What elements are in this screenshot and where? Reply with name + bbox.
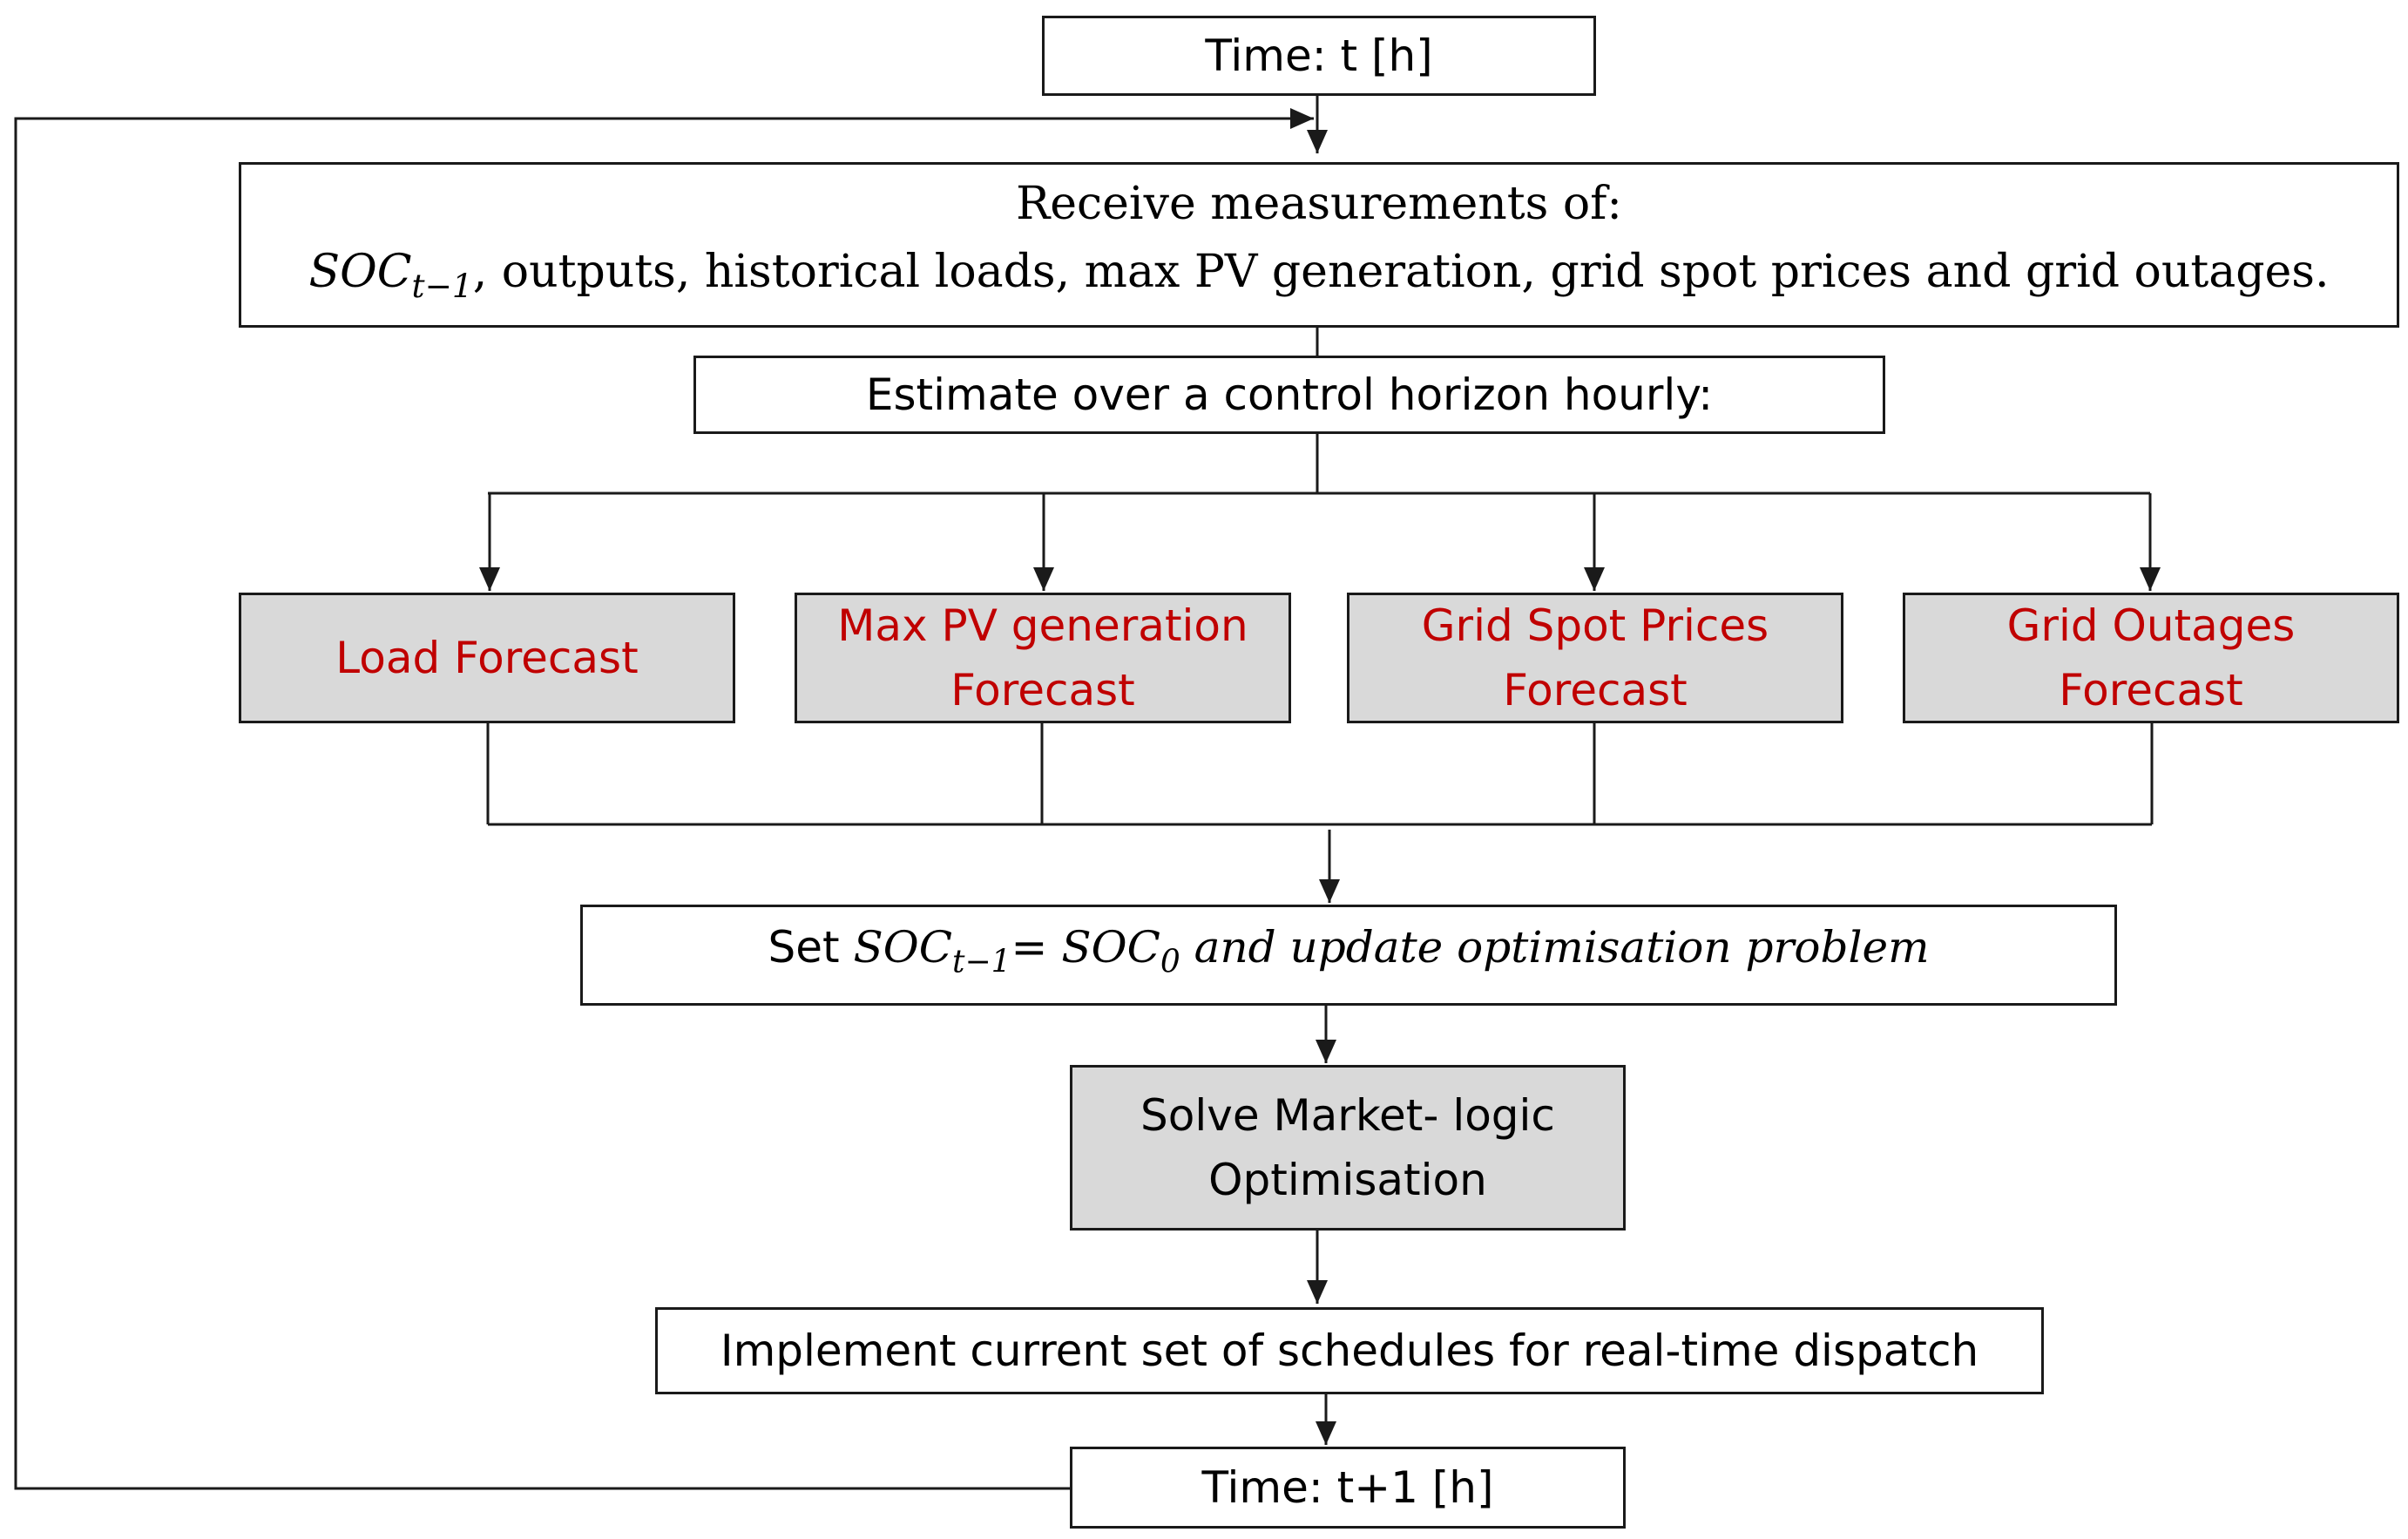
receive-list: , outputs, historical loads, max PV gene… <box>472 246 2330 299</box>
set-soc-text: Set SOCt−1= SOC0 and update optimisation… <box>768 922 1930 980</box>
pv-forecast-box: Max PV generation Forecast <box>795 593 1291 723</box>
spot-price-forecast-label-1: Grid Spot Prices <box>1421 600 1769 651</box>
receive-details: SOCt−1, outputs, historical loads, max P… <box>308 238 2329 320</box>
solve-label-1: Solve Market- logic <box>1140 1090 1555 1141</box>
load-forecast-label: Load Forecast <box>335 633 639 683</box>
estimate-box: Estimate over a control horizon hourly: <box>693 356 1885 434</box>
receive-measurements-box: Receive measurements of: SOCt−1, outputs… <box>239 162 2399 328</box>
solve-optimisation-box: Solve Market- logic Optimisation <box>1070 1065 1626 1231</box>
implement-box: Implement current set of schedules for r… <box>655 1307 2044 1394</box>
end-time-text: Time: t+1 [h] <box>1201 1462 1494 1513</box>
end-time-box: Time: t+1 [h] <box>1070 1447 1626 1529</box>
load-forecast-box: Load Forecast <box>239 593 735 723</box>
pv-forecast-label-1: Max PV generation <box>837 600 1248 651</box>
feedback-loop-line <box>14 108 1314 1490</box>
soc-prev-symbol: SOCt−1 <box>308 246 473 305</box>
outage-forecast-box: Grid Outages Forecast <box>1903 593 2399 723</box>
set-soc-box: Set SOCt−1= SOC0 and update optimisation… <box>580 905 2117 1006</box>
spot-price-forecast-box: Grid Spot Prices Forecast <box>1347 593 1843 723</box>
solve-label-2: Optimisation <box>1208 1155 1487 1205</box>
start-time-box: Time: t [h] <box>1042 16 1596 96</box>
spot-price-forecast-label-2: Forecast <box>1503 665 1688 715</box>
outage-forecast-label-2: Forecast <box>2059 665 2243 715</box>
outage-forecast-label-1: Grid Outages <box>2006 600 2296 651</box>
estimate-text: Estimate over a control horizon hourly: <box>865 369 1714 420</box>
start-time-text: Time: t [h] <box>1205 31 1433 81</box>
pv-forecast-label-2: Forecast <box>950 665 1135 715</box>
implement-text: Implement current set of schedules for r… <box>720 1325 1979 1376</box>
receive-heading: Receive measurements of: <box>1016 178 1622 231</box>
